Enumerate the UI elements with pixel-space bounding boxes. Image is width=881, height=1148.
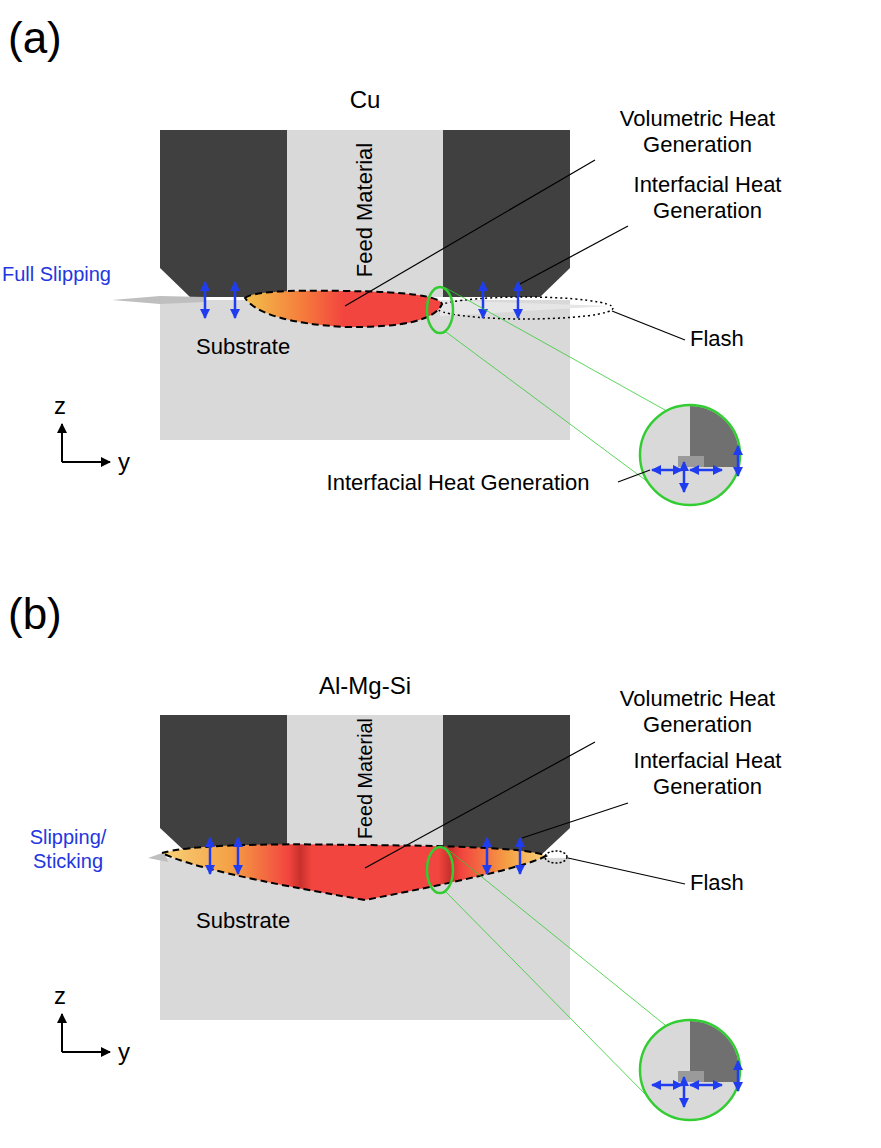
panel-letter: (a) bbox=[8, 12, 88, 64]
panel-b bbox=[62, 715, 750, 1130]
feed-rod bbox=[287, 130, 443, 297]
contact-condition: Slipping/ Sticking bbox=[8, 826, 128, 873]
material-name: Cu bbox=[315, 86, 415, 114]
node-label: Substrate bbox=[196, 334, 290, 360]
node-label: Feed Material bbox=[352, 143, 378, 278]
zoom-circle bbox=[640, 1020, 740, 1120]
panel-letter: (b) bbox=[8, 588, 88, 640]
leader-line bbox=[618, 470, 650, 482]
node-label: Substrate bbox=[196, 908, 290, 934]
leader-line bbox=[520, 226, 628, 284]
material-name: Al-Mg-Si bbox=[290, 672, 440, 700]
feed-material-rod: Feed Material bbox=[287, 132, 443, 288]
flash-outline bbox=[437, 297, 613, 319]
axis-label: y bbox=[118, 448, 148, 476]
leader-line bbox=[612, 311, 685, 340]
callout-label: Flash bbox=[690, 326, 770, 352]
contact-condition: Full Slipping bbox=[2, 263, 160, 287]
leader-line bbox=[522, 803, 628, 838]
stir-zone bbox=[245, 291, 442, 327]
zoom-marker bbox=[427, 847, 453, 893]
flash-left bbox=[112, 296, 205, 304]
stir-zone bbox=[162, 844, 546, 900]
leader-line bbox=[568, 858, 685, 884]
zoom-circle bbox=[640, 405, 740, 505]
leader-line bbox=[365, 742, 595, 868]
callout-label: Flash bbox=[690, 870, 770, 896]
feed-material-rod: Feed Material bbox=[287, 717, 443, 839]
callout-label: Interfacial Heat Generation bbox=[300, 470, 616, 496]
feed-rod bbox=[287, 715, 443, 856]
callout-label: Interfacial Heat Generation bbox=[600, 748, 815, 800]
leader-lines bbox=[345, 160, 685, 884]
callout-label: Volumetric Heat Generation bbox=[590, 686, 805, 738]
tool-body bbox=[160, 130, 570, 297]
axis-label: z bbox=[54, 392, 84, 420]
substrate-block: Substrate bbox=[160, 902, 570, 1020]
zoom-marker bbox=[427, 287, 453, 333]
callout-label: Volumetric Heat Generation bbox=[590, 106, 805, 158]
flash-right bbox=[440, 300, 610, 316]
leader-line bbox=[345, 160, 595, 306]
substrate-block: Substrate bbox=[160, 328, 570, 440]
flash-outline bbox=[545, 851, 567, 863]
node-label: Feed Material bbox=[353, 718, 376, 839]
tool-body bbox=[160, 715, 570, 856]
axis-label: y bbox=[118, 1038, 148, 1066]
callout-label: Interfacial Heat Generation bbox=[600, 172, 815, 224]
axis-label: z bbox=[54, 982, 84, 1010]
